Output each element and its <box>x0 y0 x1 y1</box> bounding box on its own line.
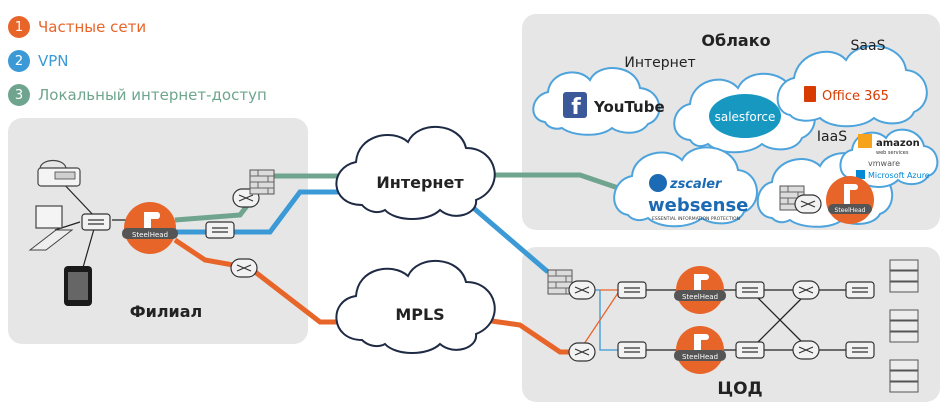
branch-core-switch-icon <box>205 221 235 239</box>
iaas-router-icon <box>794 194 822 214</box>
desktop-computer-icon <box>28 205 74 251</box>
branch-internal-links <box>54 179 132 286</box>
mpls-cloud-label: MPLS <box>395 305 444 324</box>
svg-text:zscaler: zscaler <box>669 177 723 192</box>
dc-switch-bottom-right-icon <box>845 341 875 359</box>
vpn-to-dc-link <box>468 203 550 274</box>
cloud-saas-label: SaaS <box>851 38 886 54</box>
internet-cloud-label: Интернет <box>376 173 464 192</box>
dc-switch-top-left-icon <box>617 281 647 299</box>
legend-item-vpn: 2 VPN <box>8 44 267 78</box>
legend-number-badge: 3 <box>8 84 30 106</box>
dc-vpn-router-icon <box>568 280 596 300</box>
internet-to-zscaler-link <box>470 172 631 195</box>
salesforce-logo: salesforce <box>709 94 781 138</box>
svg-text:websense: websense <box>648 195 748 216</box>
iaas-steelhead-icon: SteelHead <box>826 176 874 224</box>
office-cloud <box>776 44 928 128</box>
zscaler-cloud <box>613 146 758 228</box>
azure-logo: Microsoft Azure <box>856 170 930 180</box>
branch-mpls-router-icon <box>230 258 258 278</box>
dc-mpls-router-icon <box>568 342 596 362</box>
dc-server-1-icon <box>889 259 919 293</box>
youtube-logo: YouTube <box>593 98 665 116</box>
svg-text:Office 365: Office 365 <box>822 89 889 104</box>
dc-switch-bottom-left-icon <box>617 341 647 359</box>
legend: 1 Частные сети 2 VPN 3 Локальный интерне… <box>8 10 267 112</box>
svg-text:SteelHead: SteelHead <box>835 207 866 214</box>
office365-logo: Office 365 <box>804 86 889 104</box>
svg-text:SteelHead: SteelHead <box>682 353 718 361</box>
dc-firewall-icon <box>547 269 573 295</box>
svg-text:Microsoft Azure: Microsoft Azure <box>868 171 930 180</box>
youtube-cloud <box>532 67 661 136</box>
dc-core-router-bottom-icon <box>792 340 820 360</box>
branch-firewall-icon <box>249 169 275 195</box>
mpls-cloud <box>335 260 496 354</box>
branch-steelhead-icon: SteelHead <box>122 202 178 254</box>
phone-icon <box>37 159 81 187</box>
zscaler-logo: zscaler <box>649 174 723 192</box>
svg-text:SteelHead: SteelHead <box>682 293 718 301</box>
cloud-panel-title: Облако <box>701 31 770 50</box>
svg-text:vmware: vmware <box>868 159 900 168</box>
svg-text:f: f <box>571 95 581 120</box>
branch-access-switch-icon <box>81 213 111 231</box>
branch-title: Филиал <box>130 302 203 321</box>
cloud-internet-label: Интернет <box>624 55 695 71</box>
websense-logo: websense ESSENTIAL INFORMATION PROTECTIO… <box>648 195 748 222</box>
svg-text:YouTube: YouTube <box>593 98 665 116</box>
dc-steelhead-top-icon: SteelHead <box>674 266 726 314</box>
amazon-logo: amazon web services <box>858 134 920 156</box>
legend-item-local-internet: 3 Локальный интернет-доступ <box>8 78 267 112</box>
legend-label: VPN <box>38 52 69 70</box>
legend-label: Локальный интернет-доступ <box>38 86 267 104</box>
vmware-logo: vmware <box>868 159 900 168</box>
svg-text:SteelHead: SteelHead <box>132 231 168 239</box>
dc-switch-bottom-mid-icon <box>735 341 765 359</box>
dc-server-3-icon <box>889 359 919 393</box>
svg-text:salesforce: salesforce <box>715 110 776 124</box>
dc-switch-top-mid-icon <box>735 281 765 299</box>
svg-text:web services: web services <box>876 150 909 156</box>
legend-item-private: 1 Частные сети <box>8 10 267 44</box>
facebook-logo: f <box>563 92 587 120</box>
dc-server-2-icon <box>889 309 919 343</box>
internet-cloud <box>335 126 496 220</box>
svg-text:ESSENTIAL INFORMATION PROTECTI: ESSENTIAL INFORMATION PROTECTION <box>652 216 740 222</box>
cloud-iaas-label: IaaS <box>817 129 847 145</box>
legend-number-badge: 2 <box>8 50 30 72</box>
legend-number-badge: 1 <box>8 16 30 38</box>
dc-core-router-top-icon <box>792 280 820 300</box>
tablet-icon <box>64 266 92 306</box>
legend-label: Частные сети <box>38 18 147 36</box>
dc-switch-top-right-icon <box>845 281 875 299</box>
svg-text:amazon: amazon <box>876 138 920 149</box>
datacenter-title: ЦОД <box>717 379 762 399</box>
dc-steelhead-bottom-icon: SteelHead <box>674 326 726 374</box>
